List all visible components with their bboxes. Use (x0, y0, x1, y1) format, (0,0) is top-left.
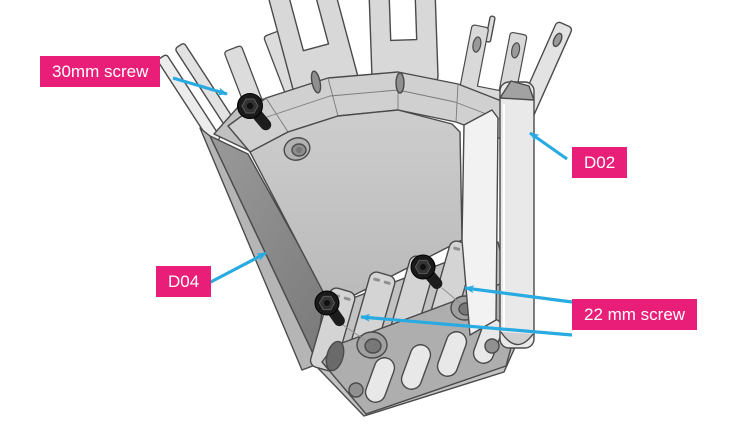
inner-right-panel (461, 109, 499, 336)
corner-hole-left (348, 382, 364, 398)
right-rails (461, 80, 535, 349)
band-slot (395, 72, 405, 94)
counterbore-hole-wrist-left (325, 331, 388, 372)
fork-pin-hole (472, 36, 482, 53)
screw-path-line (441, 287, 461, 304)
rail-bottom-cap (500, 331, 534, 346)
screws (237, 93, 461, 341)
rail-top-cap (499, 80, 535, 101)
screw-path-line (339, 322, 366, 341)
wrist-groove (436, 331, 468, 377)
corner-hole-right (484, 338, 500, 354)
arrow-30mm-screw (172, 76, 228, 96)
label-22mm-screw: 22 mm screw (572, 299, 698, 330)
label-30mm-screw: 30mm screw (40, 56, 161, 87)
counterbore-hole-palm (283, 137, 311, 161)
arrow-d02 (529, 131, 568, 161)
arrow-d04 (204, 251, 267, 287)
callout-arrows (172, 76, 573, 337)
fork-pin-hole (510, 42, 521, 59)
screw-30mm (237, 93, 272, 131)
label-d04: D04 (156, 266, 212, 297)
label-d02: D02 (572, 147, 628, 178)
palm-face (249, 109, 463, 308)
screw-22mm-left (314, 290, 345, 327)
wrist-groove (364, 357, 396, 403)
finger-fork-3 (367, 0, 439, 84)
arrow-22mm-upper (464, 285, 573, 304)
band-slot (310, 70, 322, 94)
screw-22mm-right (410, 254, 443, 289)
arrow-22mm-lower (360, 313, 573, 337)
wrist-groove (400, 344, 432, 390)
outer-right-rail (499, 80, 535, 349)
finger-fork-right (453, 23, 528, 130)
